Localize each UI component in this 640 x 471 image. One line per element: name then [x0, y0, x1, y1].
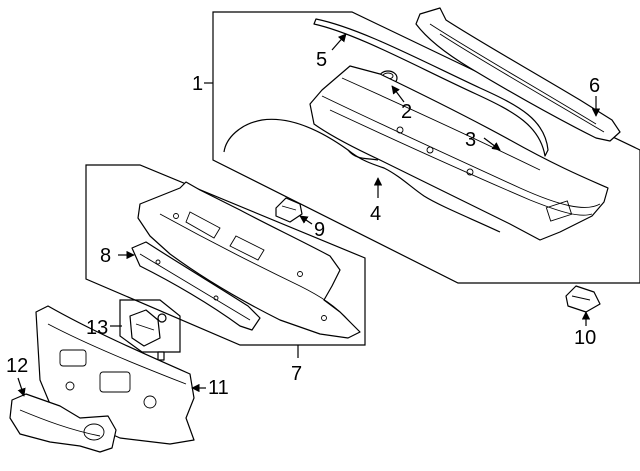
leader-2 — [391, 85, 405, 103]
callout-2: 2 — [401, 101, 412, 123]
group-box-13 — [119, 299, 181, 353]
callout-7: 7 — [291, 363, 302, 385]
leader-9 — [299, 215, 313, 225]
washer-hose — [223, 118, 501, 233]
group-box-1 — [212, 11, 640, 284]
group-box-7 — [85, 164, 366, 346]
callout-8: 8 — [100, 245, 111, 267]
cowl-top-panel — [415, 7, 621, 142]
callout-11: 11 — [208, 377, 229, 399]
dash-insulator-12 — [9, 393, 117, 453]
leader-5 — [331, 33, 347, 51]
callout-10: 10 — [574, 327, 596, 349]
bracket-10 — [565, 285, 601, 313]
callout-5: 5 — [316, 49, 327, 71]
callout-9: 9 — [314, 219, 325, 241]
callout-4: 4 — [370, 203, 381, 225]
bracket-9 — [275, 197, 303, 223]
callout-6: 6 — [589, 75, 600, 97]
brace-8 — [131, 241, 261, 331]
leader-3 — [483, 137, 501, 151]
dash-panel-11 — [35, 305, 195, 445]
hood-seal — [313, 18, 549, 157]
bracket-13 — [129, 309, 167, 361]
cowl-panel-assembly — [309, 65, 609, 241]
callout-12: 12 — [6, 355, 28, 377]
cowl-reinforcement-7 — [137, 181, 361, 339]
callout-3: 3 — [465, 129, 476, 151]
callout-1: 1 — [192, 73, 203, 95]
leader-12 — [17, 377, 26, 397]
callout-13: 13 — [86, 317, 108, 339]
